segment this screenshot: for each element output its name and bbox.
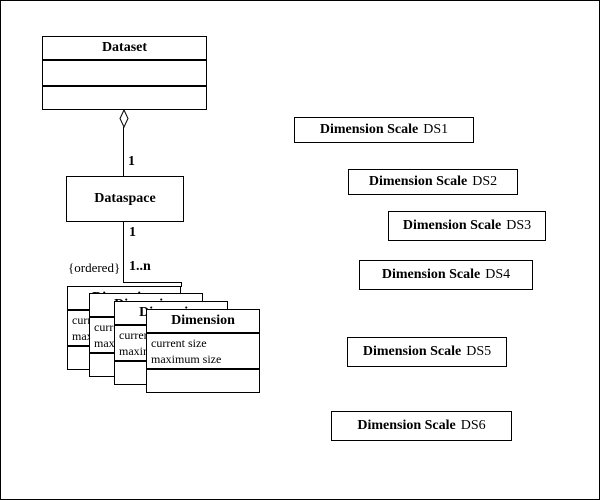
class-box-dataspace: Dataspace (66, 176, 184, 222)
connector-dataset-dataspace (123, 127, 124, 176)
dimension-scale-label: Dimension Scale (357, 418, 456, 433)
dimension-scale-id: DS6 (460, 418, 486, 433)
attribute-maximum-size: maximum size (151, 352, 222, 366)
multiplicity-label-dataspace-end: 1 (128, 154, 135, 169)
dimension-scale-label: Dimension Scale (402, 218, 502, 233)
class-name-dataspace: Dataspace (94, 191, 156, 206)
dimension-scale-box-ds5: Dimension Scale DS5 (347, 337, 507, 367)
aggregation-diamond-icon (119, 109, 129, 128)
dimension-scale-id: DS4 (485, 267, 511, 282)
class-box-dataset: Dataset (42, 36, 207, 110)
dimension-scale-id: DS5 (466, 344, 492, 359)
dimension-scale-box-ds2: Dimension Scale DS2 (348, 169, 518, 195)
dimension-scale-label: Dimension Scale (362, 344, 462, 359)
dataset-attributes-compartment (43, 59, 206, 85)
connector-dataspace-dimension (123, 222, 124, 282)
dimension-scale-label: Dimension Scale (381, 267, 481, 282)
dimension-attributes-compartment: current size maximum size (147, 332, 259, 368)
dimension-scale-id: DS1 (423, 122, 449, 137)
dimension-scale-id: DS3 (506, 218, 532, 233)
connector-elbow-stub (181, 282, 182, 287)
multiplicity-label-dataspace-parent-end: 1 (129, 225, 136, 240)
multiplicity-label-dimension-end: 1..n (129, 259, 151, 274)
connector-elbow-horizontal (123, 282, 182, 283)
dimension-scale-box-ds4: Dimension Scale DS4 (359, 260, 533, 290)
dimension-scale-label: Dimension Scale (368, 174, 468, 189)
class-name-dimension: Dimension (171, 313, 235, 328)
class-box-dimension-front: Dimension current size maximum size (146, 309, 260, 393)
class-name-dataset: Dataset (101, 40, 148, 55)
dimension-scale-box-ds1: Dimension Scale DS1 (294, 117, 474, 143)
dimension-scale-box-ds3: Dimension Scale DS3 (388, 211, 546, 241)
dimension-scale-label: Dimension Scale (319, 122, 419, 137)
dimension-scale-id: DS2 (472, 174, 498, 189)
attribute-current-size: current size (151, 336, 207, 350)
dataset-operations-compartment (43, 85, 206, 109)
dimension-scale-box-ds6: Dimension Scale DS6 (331, 411, 512, 441)
dimension-operations-compartment (147, 368, 259, 392)
ordered-constraint-label: {ordered} (68, 260, 121, 275)
